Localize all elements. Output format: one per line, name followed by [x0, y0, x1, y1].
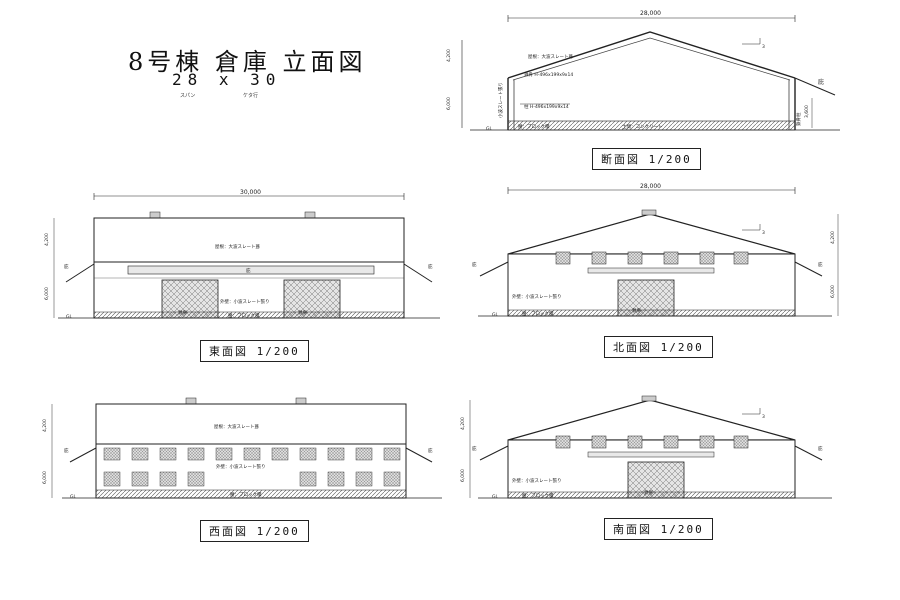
south-gl: GL — [492, 494, 498, 500]
west-base-note: 腰：ブロック積 — [230, 491, 262, 498]
south-height-lower: 6,000 — [460, 469, 466, 482]
east-canopy: 庇 — [246, 267, 251, 274]
south-canopy-right: 庇 — [818, 445, 823, 452]
west-roof-note: 屋根：大波スレート葺 — [214, 423, 259, 430]
south-canopy-left: 庇 — [472, 445, 477, 452]
east-height-lower: 6,000 — [44, 287, 50, 300]
sheet-title: 8号棟 倉庫 立面図 — [128, 48, 367, 76]
north-wall-note: 外壁：小波スレート張り — [512, 293, 562, 300]
west-wall-note: 外壁：小波スレート張り — [216, 463, 266, 470]
subnote-girder: ケタ行 — [243, 93, 259, 99]
section-eave-right: 3,600 — [804, 105, 810, 118]
south-base-note: 腰：ブロック積 — [522, 492, 554, 499]
south-height-upper: 4,200 — [460, 417, 466, 430]
caption-north: 北面図 1/200 — [604, 336, 713, 358]
caption-south: 南面図 1/200 — [604, 518, 713, 540]
east-canopy-right: 庇 — [428, 263, 433, 270]
west-view: 屋根：大波スレート葺 外壁：小波スレート張り 腰：ブロック — [42, 397, 442, 500]
south-view: 外壁：小波スレート張り 鉄扉 腰：ブロック積 庇 庇 3 4,200 6,000… — [460, 395, 832, 500]
east-height-upper: 4,200 — [44, 233, 50, 246]
east-wall-note: 外壁：小波スレート張り — [220, 298, 270, 305]
west-gl: GL — [70, 494, 76, 500]
west-height-upper: 4,200 — [42, 419, 48, 432]
west-canopy-right: 庇 — [428, 447, 433, 454]
north-height-upper: 4,200 — [830, 231, 836, 244]
north-canopy-left: 庇 — [472, 261, 477, 268]
north-slope: 3 — [762, 230, 765, 236]
section-gl: GL — [486, 126, 492, 132]
north-gl: GL — [492, 312, 498, 318]
section-truss-note-1: 鉄骨 H-496x199x9x14 — [524, 71, 573, 78]
south-window-row — [555, 435, 749, 449]
west-height-lower: 6,000 — [42, 471, 48, 484]
west-window-row-upper — [103, 447, 401, 461]
east-base-note: 腰：ブロック積 — [228, 312, 260, 319]
section-floor-left: 腰：ブロック積 — [518, 123, 550, 130]
west-canopy-left: 庇 — [64, 447, 69, 454]
caption-west: 西面図 1/200 — [200, 520, 309, 542]
sheet-subtitle: 28 x 30 — [172, 70, 282, 89]
south-wall-note: 外壁：小波スレート張り — [512, 477, 562, 484]
west-window-row-lower — [103, 471, 401, 487]
east-view: 30,000 屋根：大波スレート葺 庇 外壁：小波スレート張り 鉄扉 鉄扉 腰：… — [44, 189, 440, 320]
section-height-upper: 4,200 — [446, 49, 452, 62]
north-height-lower: 6,000 — [830, 285, 836, 298]
section-slope: 3 — [762, 44, 765, 50]
section-roof-note: 屋根：大波スレート葺 — [528, 53, 573, 60]
north-canopy-right: 庇 — [818, 261, 823, 268]
east-roof-note: 屋根：大波スレート葺 — [215, 243, 260, 250]
caption-east: 東面図 1/200 — [200, 340, 309, 362]
section-floor-right: 土間：コンクリート — [622, 123, 663, 130]
section-view: 28,000 4,200 6,000 庇 3,600 屋根：大波スレート葺 鉄骨… — [446, 10, 840, 132]
east-canopy-left: 庇 — [64, 263, 69, 270]
section-truss-note-2: 柱 H-496x199x9x14 — [524, 103, 569, 110]
caption-section: 断面図 1/200 — [592, 148, 701, 170]
section-column-note: 鉄骨柱 — [795, 112, 802, 126]
north-view: 28,000 外壁：小波スレート張り 鉄扉 腰：ブロック積 庇 庇 3 4,20… — [472, 183, 839, 318]
section-wall-note: 小波スレート張り — [497, 82, 504, 118]
east-gl: GL — [66, 314, 72, 320]
north-base-note: 腰：ブロック積 — [522, 310, 554, 317]
south-slope: 3 — [762, 414, 765, 420]
east-overall-dim: 30,000 — [240, 189, 261, 196]
section-overall-dim: 28,000 — [640, 10, 661, 17]
section-height-lower: 6,000 — [446, 97, 452, 110]
section-canopy: 庇 — [818, 78, 824, 86]
north-overall-dim: 28,000 — [640, 183, 661, 190]
north-window-row — [555, 251, 749, 265]
subnote-span: スパン — [180, 93, 196, 99]
